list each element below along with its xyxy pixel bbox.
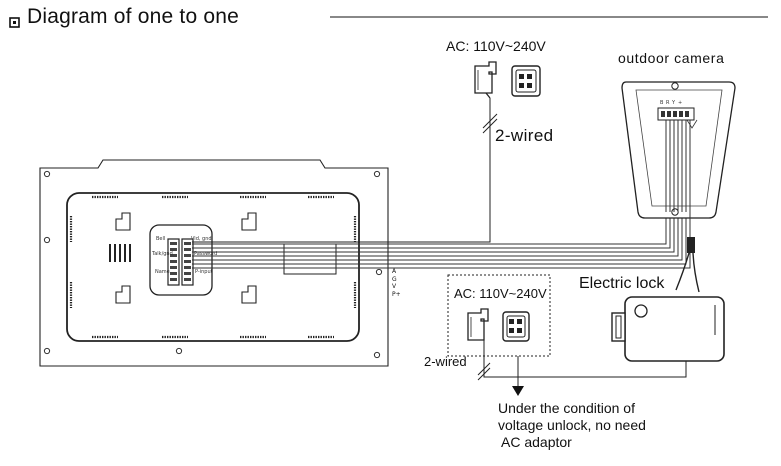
power-supply-bottom-label: AC: 110V~240V [454,286,547,301]
camera-terminal-label: Y [672,100,676,106]
lock-wire-connector [687,237,695,253]
wire-label-bottom: 2-wired [424,354,467,369]
lock-keyhole [634,304,648,318]
terminal-label: V [392,283,397,290]
outdoor-camera-label: outdoor camera [618,50,725,66]
monitor-terminal-labels: A G V P+ [392,268,401,298]
connector-label: Vid, gnd [191,236,212,242]
screw-hole [375,268,383,276]
bracket-tab [241,285,257,304]
unlock-note: Under the condition of voltage unlock, n… [498,400,646,451]
terminal-label: A [392,268,397,275]
camera-screw-bottom [671,208,679,216]
connector-label: P-input [195,269,213,275]
bracket-tab [115,212,131,231]
bracket-tab [241,212,257,231]
screw-hole [373,170,381,178]
screw-hole [43,347,51,355]
power-wire-top [192,98,491,243]
bracket-tab [115,285,131,304]
monitor-screen-frame [66,192,360,342]
note-arrow-head [512,386,524,396]
terminal-label: G [392,275,397,283]
adapter-icon-bottom [467,308,489,341]
connector-label: Bell [156,236,166,242]
indoor-monitor [39,159,389,367]
power-wire-bottom [483,340,687,378]
optional-adapter-box [447,274,551,357]
screw-hole [175,347,183,355]
title-bullet-icon [9,17,20,28]
wire-label-top: 2-wired [495,126,554,145]
outdoor-camera [621,81,736,237]
camera-terminal-label: R [666,100,670,106]
note-line-3: AC adaptor [501,434,572,450]
electric-lock-label: Electric lock [579,275,665,292]
cable-junction-box [283,243,337,275]
screw-hole [43,170,51,178]
note-line-2: voltage unlock, no need [498,417,646,433]
power-supply-top-label: AC: 110V~240V [446,38,546,54]
note-line-1: Under the condition of [498,400,635,416]
camera-terminal-label: B [660,100,664,106]
terminal-label: P+ [392,290,401,298]
power-supply-bottom [447,274,687,396]
screw-hole [373,351,381,359]
power-supply-top [192,61,541,243]
camera-screw-top [671,82,679,90]
connector-label: Password [194,251,218,257]
connector-label: Talk/gnd [152,251,173,257]
camera-terminal-label: + [678,100,683,106]
screw-hole [43,236,51,244]
diagram-title: Diagram of one to one [27,5,239,28]
connector-label: Name [155,269,170,275]
speaker-grille [109,244,131,262]
electric-lock [611,237,725,362]
